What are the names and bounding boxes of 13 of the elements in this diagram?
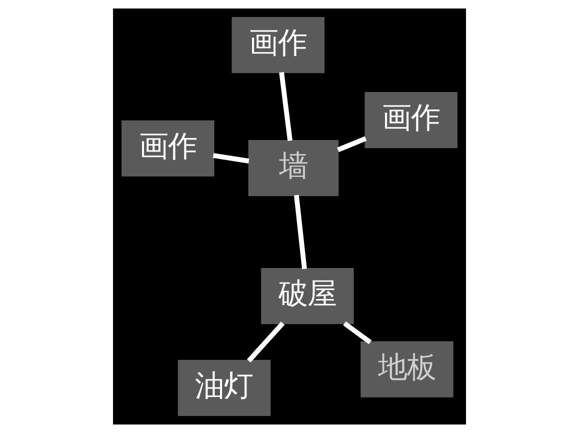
node-box: 画作 bbox=[364, 92, 457, 148]
connector bbox=[212, 153, 249, 164]
node-box: 油灯 bbox=[177, 360, 270, 416]
connector bbox=[342, 321, 372, 344]
node-box: 画作 bbox=[121, 120, 214, 177]
connector bbox=[278, 72, 292, 142]
node-box: 画作 bbox=[231, 17, 324, 74]
connector bbox=[246, 322, 284, 362]
connector bbox=[294, 194, 306, 270]
node-box: 墙 bbox=[248, 140, 338, 196]
connector bbox=[336, 136, 366, 152]
node-box: 地板 bbox=[360, 341, 453, 398]
node-box: 破屋 bbox=[260, 268, 354, 324]
